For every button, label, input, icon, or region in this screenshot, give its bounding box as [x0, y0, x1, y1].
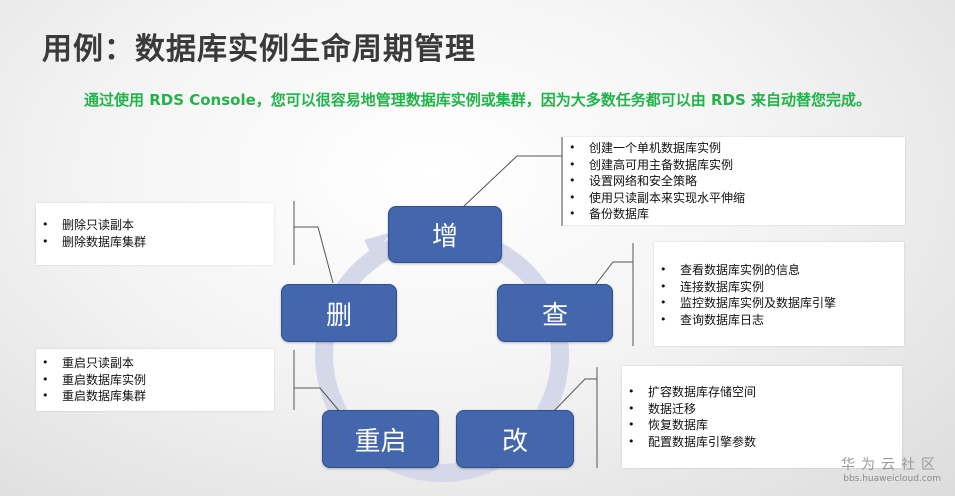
list-item: 重启数据库集群: [36, 388, 274, 405]
connector-restart: [294, 387, 346, 419]
add-tasks-box: 创建一个单机数据库实例 创建高可用主备数据库实例 设置网络和安全策略 使用只读副…: [563, 137, 905, 225]
list-item: 创建一个单机数据库实例: [563, 140, 905, 157]
list-item: 监控数据库实例及数据库引擎: [654, 295, 904, 312]
list-item: 备份数据库: [563, 206, 905, 223]
node-restart: 重启: [322, 410, 439, 468]
connector-modify: [551, 378, 597, 414]
node-query: 查: [497, 284, 613, 342]
node-add: 增: [388, 206, 502, 263]
query-tasks-box: 查看数据库实例的信息 连接数据库实例 监控数据库实例及数据库引擎 查询数据库日志: [654, 242, 904, 346]
list-item: 重启数据库实例: [36, 372, 274, 389]
list-item: 配置数据库引擎参数: [622, 434, 902, 451]
list-item: 使用只读副本来实现水平伸缩: [563, 190, 905, 207]
node-delete: 删: [281, 284, 397, 342]
watermark-cn: 华为云社区: [841, 457, 941, 473]
connector-add: [462, 155, 562, 208]
list-item: 设置网络和安全策略: [563, 173, 905, 190]
list-item: 恢复数据库: [622, 417, 902, 434]
watermark-en: bbs.huaweicloud.com: [843, 474, 941, 484]
modify-tasks-box: 扩容数据库存储空间 数据迁移 恢复数据库 配置数据库引擎参数: [622, 366, 902, 468]
list-item: 创建高可用主备数据库实例: [563, 157, 905, 174]
list-item: 连接数据库实例: [654, 279, 904, 296]
list-item: 数据迁移: [622, 401, 902, 418]
delete-tasks-box: 删除只读副本 删除数据库集群: [36, 203, 274, 265]
page-title: 用例：数据库实例生命周期管理: [42, 32, 476, 67]
list-item: 删除只读副本: [36, 217, 274, 234]
restart-tasks-box: 重启只读副本 重启数据库实例 重启数据库集群: [36, 349, 274, 411]
connector-delete: [294, 226, 334, 284]
cycle-arrow-head: [364, 232, 392, 256]
node-modify: 改: [456, 410, 574, 468]
list-item: 删除数据库集群: [36, 234, 274, 251]
list-item: 查询数据库日志: [654, 312, 904, 329]
list-item: 查看数据库实例的信息: [654, 262, 904, 279]
list-item: 扩容数据库存储空间: [622, 384, 902, 401]
page-subtitle: 通过使用 RDS Console，您可以很容易地管理数据库实例或集群，因为大多数…: [83, 91, 872, 109]
list-item: 重启只读副本: [36, 355, 274, 372]
